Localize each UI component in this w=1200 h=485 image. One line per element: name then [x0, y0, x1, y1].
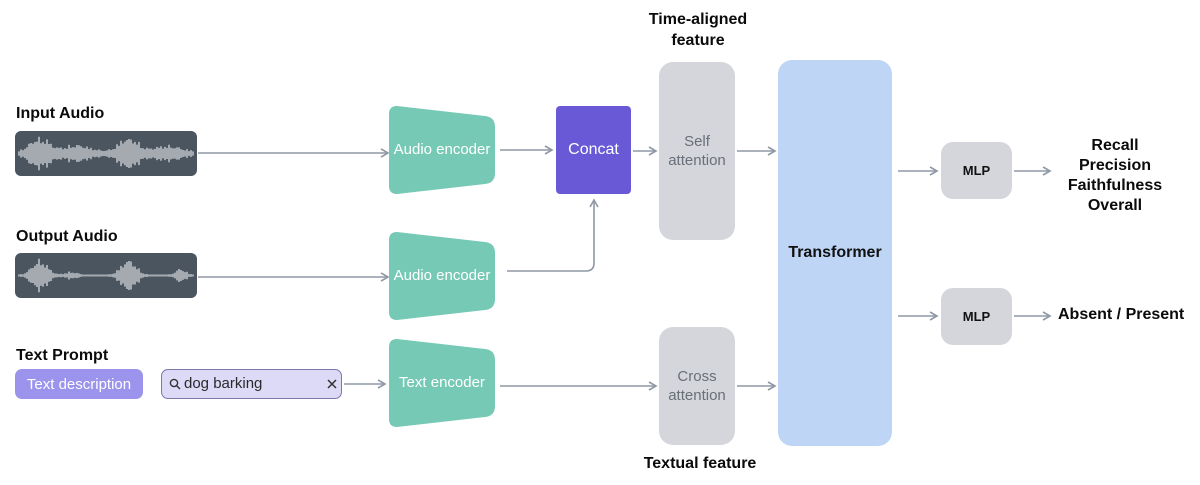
transformer-label: Transformer	[788, 244, 882, 261]
time-aligned-feature-label: Time-aligned feature	[648, 11, 748, 49]
text-encoder-label: Text encoder	[399, 374, 485, 391]
metrics-output: Recall Precision Faithfulness Overall	[1060, 136, 1170, 216]
audio-encoder-2-label: Audio encoder	[393, 267, 491, 284]
audio-encoder-2: Audio encoder	[389, 232, 495, 320]
search-input-value: dog barking	[184, 375, 263, 392]
encoder-shape	[389, 106, 495, 194]
text-prompt-label: Text Prompt	[16, 347, 109, 364]
cross-attention-label: Cross attention	[668, 368, 726, 404]
input-audio-label: Input Audio	[16, 105, 105, 122]
cross-attention-block: Cross attention	[659, 327, 735, 445]
audio-encoder-1: Audio encoder	[389, 106, 495, 194]
input-audio-waveform	[15, 131, 197, 176]
output-audio-label: Output Audio	[16, 228, 118, 245]
audio-encoder-1-label: Audio encoder	[393, 141, 491, 158]
mlp-1-label: MLP	[962, 163, 991, 178]
metric-overall: Overall	[1087, 197, 1143, 214]
presence-output: Absent / Present	[1058, 306, 1185, 323]
arrow-encoder2-to-concat	[507, 198, 599, 272]
metric-precision: Precision	[1078, 157, 1152, 174]
output-audio-waveform	[15, 253, 197, 298]
concat-block: Concat	[556, 106, 631, 194]
metric-recall: Recall	[1091, 137, 1139, 154]
self-attention-block: Self attention	[659, 62, 735, 240]
search-icon	[169, 378, 181, 390]
transformer-block: Transformer	[778, 60, 892, 446]
textual-feature-label: Textual feature	[643, 455, 757, 472]
waveform-icon	[18, 136, 194, 171]
mlp-block-2: MLP	[941, 288, 1012, 345]
metric-faithfulness: Faithfulness	[1067, 177, 1163, 194]
encoder-shape	[389, 339, 495, 427]
chip-label: Text description	[26, 375, 132, 393]
self-attention-label: Self attention	[668, 133, 726, 169]
text-encoder: Text encoder	[389, 339, 495, 427]
text-description-chip[interactable]: Text description	[15, 369, 143, 399]
encoder-shape	[389, 232, 495, 320]
close-icon[interactable]	[327, 379, 337, 389]
concat-label: Concat	[568, 141, 619, 158]
mlp-block-1: MLP	[941, 142, 1012, 199]
prompt-search-field[interactable]: dog barking	[161, 369, 342, 399]
mlp-2-label: MLP	[962, 309, 991, 324]
waveform-icon	[18, 258, 194, 293]
